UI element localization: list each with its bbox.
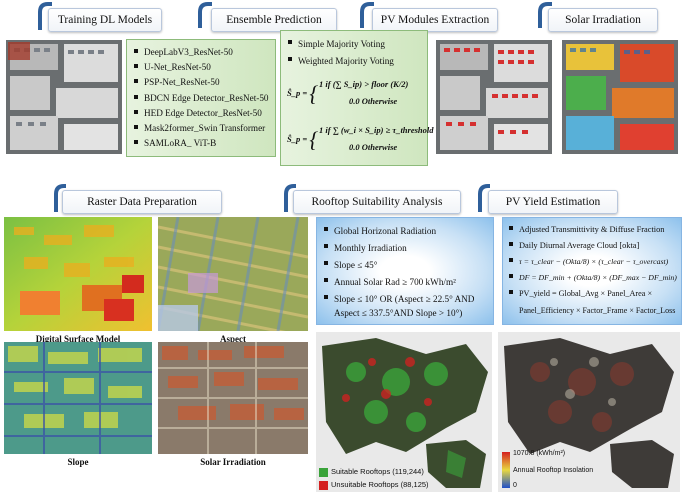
suitability-map: Suitable Rooftops (119,244) Unsuitable R… <box>316 332 492 492</box>
model-item: HED Edge Detector_ResNet-50 <box>133 106 269 121</box>
suitability-item: Monthly Irradiation <box>323 240 474 257</box>
eq2-case1: 1 if ∑ (w_i × S_ip) ≥ τ_threshold <box>319 125 434 135</box>
legend-unsuitable-label: Unsuitable Rooftops (88,125) <box>331 480 429 489</box>
eq1-case2: 0.0 Otherwise <box>349 96 398 106</box>
yield-eq-df: DF = DF_min + (Okta/8) × (DF_max − DF_mi… <box>508 270 677 286</box>
insolation-map: 1070.8 (kWh/m²) Annual Rooftop Insolatio… <box>498 332 680 492</box>
colorbar-min-label: 0 <box>513 482 517 489</box>
eq2-lhs: Ŝ_p = <box>287 133 308 144</box>
model-item: SAMLoRA_ ViT-B <box>133 136 269 151</box>
model-item: Mask2former_Swin Transformer <box>133 121 269 136</box>
model-item: PSP-Net_ResNet-50 <box>133 75 269 90</box>
suitability-item: Slope ≤ 45° <box>323 257 474 274</box>
aspect-raster-image <box>158 217 308 331</box>
models-panel: DeepLabV3_ResNet-50 U-Net_ResNet-50 PSP-… <box>126 39 276 157</box>
suitability-panel: Global Horizonal Radiation Monthly Irrad… <box>316 217 494 325</box>
yield-panel: Adjusted Transmittivity & Diffuse Fracti… <box>502 217 682 325</box>
caption-dsm: Digital Surface Model <box>35 334 121 344</box>
aerial-image-pv-extraction <box>436 40 552 154</box>
step-raster: Raster Data Preparation <box>62 190 222 214</box>
step-suitability: Rooftop Suitability Analysis <box>293 190 461 214</box>
insolation-colorbar <box>502 452 510 488</box>
model-item: U-Net_ResNet-50 <box>133 60 269 75</box>
caption-solar-irradiation: Solar Irradiation <box>200 457 266 467</box>
step-solar-irradiation: Solar Irradiation <box>548 8 658 32</box>
suitability-item-continued: Aspect ≤ 337.5°AND Slope > 10°) <box>334 308 463 318</box>
solar-irradiation-raster-image <box>158 342 308 454</box>
yield-eq-pv: PV_yield = Global_Avg × Panel_Area × <box>508 286 677 302</box>
yield-eq-tau: τ = τ_clear − (Okta/8) × (τ_clear − τ_ov… <box>508 254 677 270</box>
flow-arrows-top <box>38 2 552 30</box>
voting-item: Weighted Majority Voting <box>287 53 394 70</box>
caption-aspect: Aspect <box>220 334 246 344</box>
eq1-lhs: Ŝ_p = <box>287 87 308 98</box>
colorbar-max-label: 1070.8 (kWh/m²) <box>513 450 566 457</box>
colorbar-title: Annual Rooftop Insolation <box>513 467 594 474</box>
aerial-image-training <box>6 40 122 154</box>
equation-simple-vote: Ŝ_p = { <box>287 81 319 106</box>
dsm-raster-image <box>4 217 152 331</box>
yield-eq-pv-continued: Panel_Efficiency × Factor_Frame × Factor… <box>519 306 676 315</box>
step-training: Training DL Models <box>48 8 162 32</box>
caption-slope: Slope <box>67 457 89 467</box>
yield-item: Daily Diurnal Average Cloud [okta] <box>508 238 677 254</box>
step-ensemble: Ensemble Prediction <box>211 8 337 32</box>
suitability-item: Slope ≤ 10° OR (Aspect ≥ 22.5° AND <box>323 291 474 308</box>
voting-item: Simple Majority Voting <box>287 36 394 53</box>
step-pv-extraction: PV Modules Extraction <box>372 8 498 32</box>
model-item: DeepLabV3_ResNet-50 <box>133 45 269 60</box>
step-yield: PV Yield Estimation <box>488 190 618 214</box>
legend-suitable-label: Suitable Rooftops (119,244) <box>331 467 424 476</box>
flow-arrows-middle <box>54 184 490 212</box>
suitability-item: Global Horizonal Radiation <box>323 223 474 240</box>
suitability-item: Annual Solar Rad ≥ 700 kWh/m² <box>323 274 474 291</box>
aerial-image-solar-irradiation <box>562 40 678 154</box>
legend-suitable-swatch <box>319 468 328 477</box>
eq1-case1: 1 if (∑ S_ip) > floor (K/2) <box>319 79 409 89</box>
yield-item: Adjusted Transmittivity & Diffuse Fracti… <box>508 222 677 238</box>
legend-unsuitable-swatch <box>319 481 328 490</box>
equation-weighted-vote: Ŝ_p = { <box>287 127 319 152</box>
eq2-case2: 0.0 Otherwise <box>349 142 398 152</box>
slope-raster-image <box>4 342 152 454</box>
model-item: BDCN Edge Detector_ResNet-50 <box>133 91 269 106</box>
voting-panel: Simple Majority Voting Weighted Majority… <box>280 30 434 166</box>
